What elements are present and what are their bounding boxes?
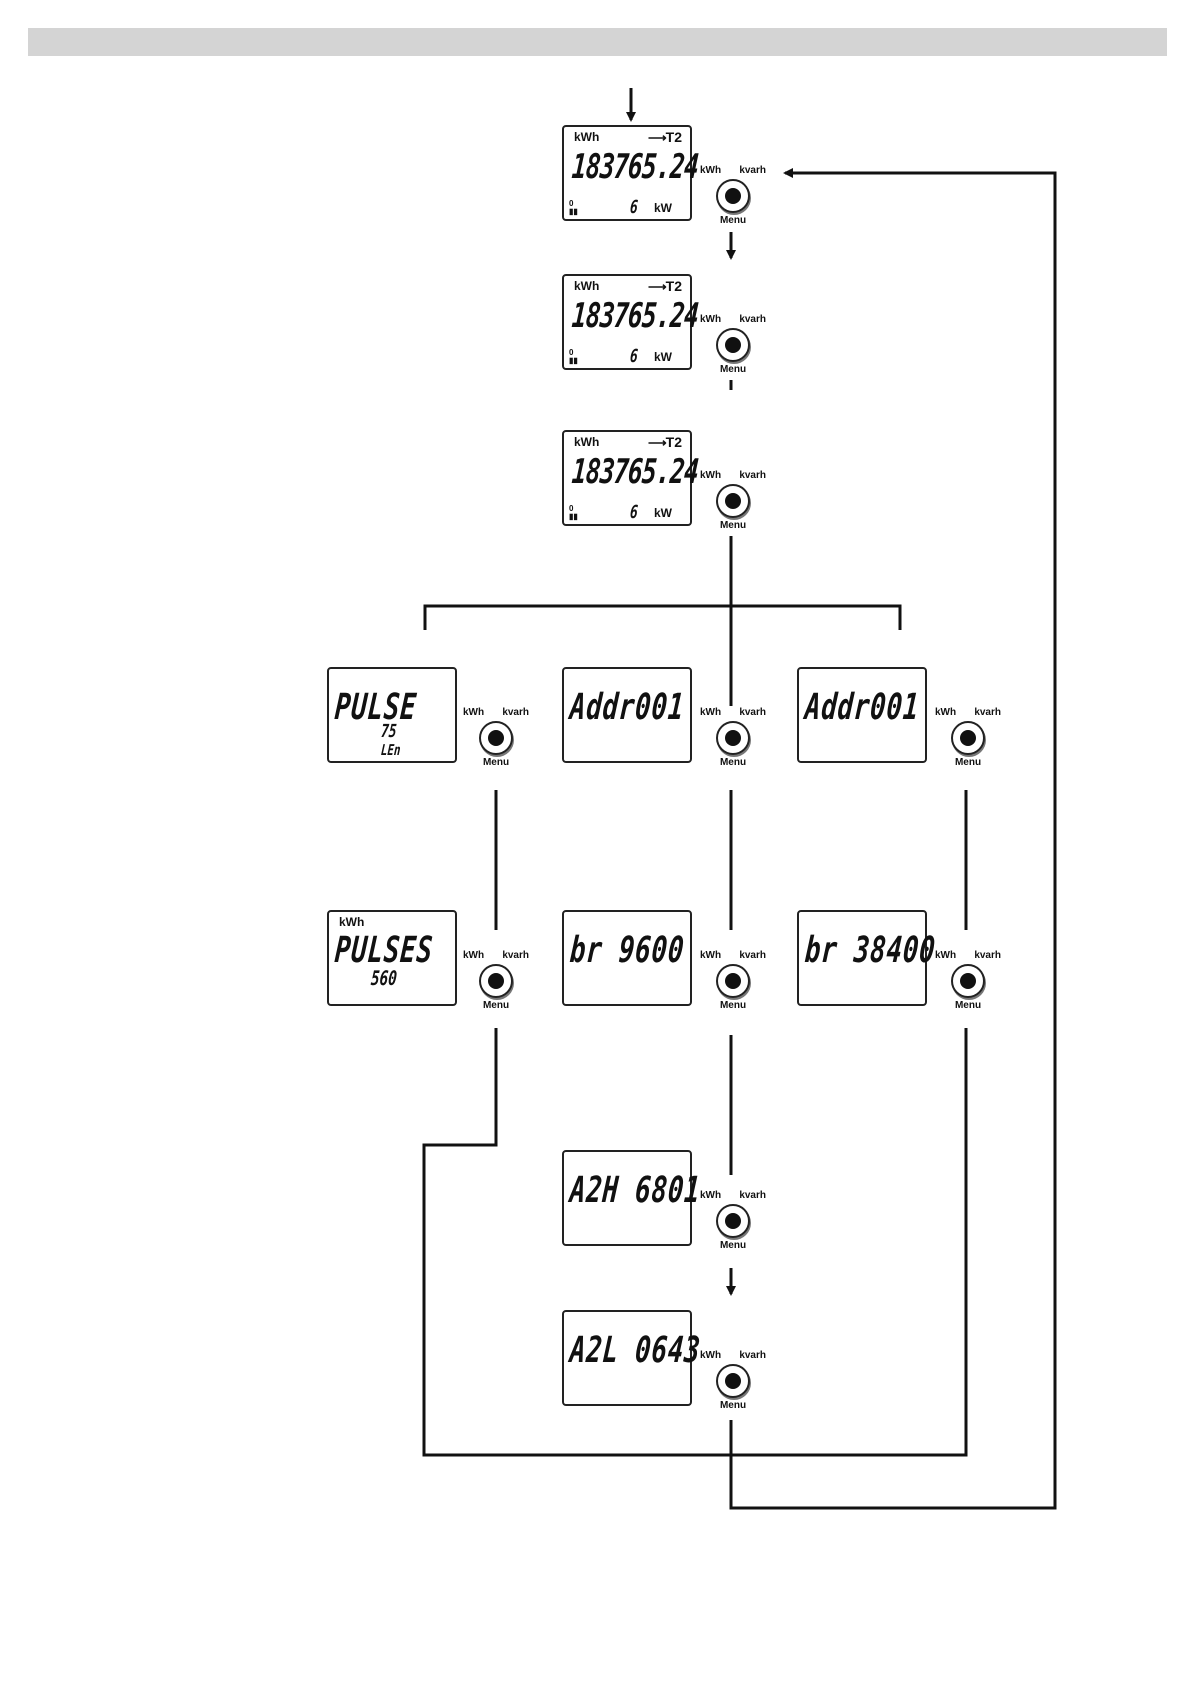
a2l-display: A2L 0643 — [562, 1310, 702, 1406]
address-value: Addr001 — [803, 687, 921, 728]
pulses-unit: kWh — [339, 915, 365, 929]
power-unit: kW — [654, 506, 672, 520]
address-display-a: Addr001 — [562, 667, 692, 763]
menu-button-1[interactable]: kWh kvarh Menu — [700, 165, 766, 226]
menu-button-pulse[interactable]: kWh kvarh Menu — [463, 707, 529, 768]
energy-unit: kWh — [574, 279, 600, 293]
tariff-label: T2 — [665, 278, 682, 294]
energy-unit: kWh — [574, 435, 600, 449]
a2h-display: A2H 6801 — [562, 1150, 702, 1246]
power-value: 6 — [629, 502, 639, 523]
menu-button-2[interactable]: kWh kvarh Menu — [700, 314, 766, 375]
button-knob-icon[interactable] — [479, 721, 513, 755]
level-value: 0 — [569, 504, 574, 513]
a2h-value: A2H 6801 — [568, 1170, 703, 1211]
energy-unit: kWh — [574, 130, 600, 144]
baudrate-display-a: br 9600 — [562, 910, 692, 1006]
button-knob-icon[interactable] — [951, 964, 985, 998]
menu-button-addr-b[interactable]: kWh kvarh Menu — [935, 707, 1001, 768]
level-value: 0 — [569, 199, 574, 208]
return-loop — [729, 168, 1057, 1510]
arrow-right-icon: ⟶ — [648, 279, 667, 294]
level-value: 0 — [569, 348, 574, 357]
branch-bar — [423, 604, 902, 630]
button-knob-icon[interactable] — [716, 721, 750, 755]
arrow-right-icon: ⟶ — [648, 130, 667, 145]
button-knob-icon[interactable] — [479, 964, 513, 998]
baudrate-value: br 38400 — [803, 930, 938, 971]
energy-display-1: kWh ⟶T2 183765.24 0▮▮ 6 kW — [562, 125, 700, 221]
pulse-length-label: LEn — [380, 741, 402, 759]
menu-button-a2l[interactable]: kWh kvarh Menu — [700, 1350, 766, 1411]
menu-button-addr-a[interactable]: kWh kvarh Menu — [700, 707, 766, 768]
pulse-label: PULSE — [333, 687, 419, 728]
menu-button-a2h[interactable]: kWh kvarh Menu — [700, 1190, 766, 1251]
address-display-b: Addr001 — [797, 667, 927, 763]
return-left — [422, 1028, 968, 1457]
energy-reading: 183765.24 — [570, 147, 700, 187]
button-knob-icon[interactable] — [716, 964, 750, 998]
pulses-value: 560 — [370, 966, 398, 990]
pulses-display: kWh PULSES 560 — [327, 910, 457, 1006]
signal-bars-icon: ▮▮ — [569, 207, 578, 216]
tariff-label: T2 — [665, 434, 682, 450]
pulse-length-display: PULSE 75 LEn — [327, 667, 457, 763]
address-value: Addr001 — [568, 687, 686, 728]
a2l-value: A2L 0643 — [568, 1330, 703, 1371]
button-knob-icon[interactable] — [951, 721, 985, 755]
energy-reading: 183765.24 — [570, 296, 700, 336]
baudrate-display-b: br 38400 — [797, 910, 937, 1006]
pulse-length-value: 75 — [380, 721, 398, 742]
button-knob-icon[interactable] — [716, 328, 750, 362]
energy-display-3: kWh ⟶T2 183765.24 0▮▮ 6 kW — [562, 430, 700, 526]
power-value: 6 — [629, 346, 639, 367]
header-bar — [28, 28, 1167, 56]
power-value: 6 — [629, 197, 639, 218]
energy-reading: 183765.24 — [570, 452, 700, 492]
signal-bars-icon: ▮▮ — [569, 512, 578, 521]
menu-button-br-a[interactable]: kWh kvarh Menu — [700, 950, 766, 1011]
button-knob-icon[interactable] — [716, 1204, 750, 1238]
button-knob-icon[interactable] — [716, 484, 750, 518]
menu-button-pulses[interactable]: kWh kvarh Menu — [463, 950, 529, 1011]
baudrate-value: br 9600 — [568, 930, 686, 971]
signal-bars-icon: ▮▮ — [569, 356, 578, 365]
button-knob-icon[interactable] — [716, 1364, 750, 1398]
arrow-right-icon: ⟶ — [648, 435, 667, 450]
power-unit: kW — [654, 350, 672, 364]
power-unit: kW — [654, 201, 672, 215]
button-knob-icon[interactable] — [716, 179, 750, 213]
pulses-label: PULSES — [333, 930, 435, 971]
tariff-label: T2 — [665, 129, 682, 145]
menu-button-br-b[interactable]: kWh kvarh Menu — [935, 950, 1001, 1011]
menu-button-3[interactable]: kWh kvarh Menu — [700, 470, 766, 531]
energy-display-2: kWh ⟶T2 183765.24 0▮▮ 6 kW — [562, 274, 700, 370]
